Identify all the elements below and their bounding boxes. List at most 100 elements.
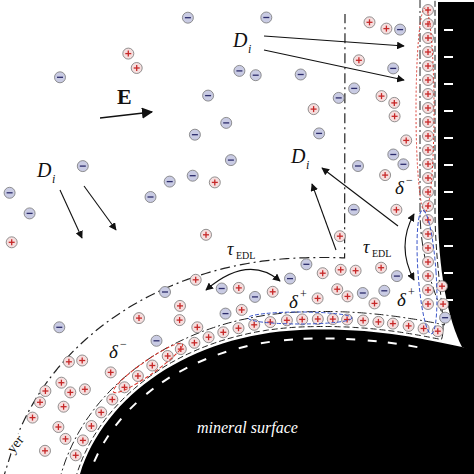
charge-bar (322, 270, 323, 276)
cation (317, 268, 328, 279)
ion-body (423, 159, 434, 170)
ion-body (70, 450, 81, 461)
charge-bar (427, 7, 428, 13)
ion-body (358, 315, 369, 326)
ion-body (203, 332, 214, 343)
anion (203, 90, 214, 101)
anion (353, 161, 364, 172)
ion-body (437, 281, 448, 292)
ion-body (423, 89, 434, 100)
cation (65, 387, 76, 398)
ion-body (335, 264, 346, 275)
diffusion-symbol: D (36, 160, 52, 180)
cation (332, 284, 343, 295)
charge-bar (82, 358, 83, 364)
cation (418, 323, 429, 334)
ion-body (131, 63, 142, 74)
anion (398, 159, 409, 170)
surface-charge (104, 435, 109, 443)
layer-label: yer (4, 432, 27, 456)
ion-body (27, 412, 38, 423)
charge-bar (427, 133, 428, 139)
diffusion-arrow (60, 190, 82, 238)
ion-body (225, 155, 236, 166)
surface-charge (444, 137, 453, 139)
ion-body (175, 344, 186, 355)
anion (250, 70, 261, 81)
anion (388, 149, 399, 160)
ion-body (201, 229, 212, 240)
ion-body (423, 47, 434, 58)
tau-symbol: τ (226, 240, 234, 258)
ion-body (395, 24, 406, 35)
cation (40, 445, 51, 456)
cation (423, 187, 434, 198)
cation (358, 315, 369, 326)
ion-body (369, 298, 380, 309)
ion-body (333, 92, 344, 103)
charge-bar (427, 147, 428, 153)
charge-bar (390, 154, 396, 155)
ion-body (187, 170, 198, 181)
ion-body (387, 318, 398, 329)
ion-body (423, 257, 434, 268)
cation (423, 215, 434, 226)
anion (164, 176, 175, 187)
anion (391, 271, 402, 282)
ion-body (132, 371, 143, 382)
charge-bar (138, 315, 139, 321)
charge-bar (263, 17, 269, 18)
anion (216, 283, 227, 294)
ion-body (58, 401, 69, 412)
charge-bar (7, 192, 13, 193)
cation (423, 257, 434, 268)
delta-symbol: δ (394, 178, 405, 197)
charge-bar (369, 19, 370, 25)
charge-bar (427, 91, 428, 97)
cation (312, 314, 323, 325)
ion-body (353, 161, 364, 172)
ion-body (24, 208, 35, 219)
ion-body (105, 367, 116, 378)
charge-bar (427, 231, 428, 237)
surface-charge (444, 110, 453, 112)
surface-line (32, 0, 443, 474)
anion (55, 72, 66, 83)
ion-body (357, 288, 368, 299)
charge-bar (313, 106, 314, 112)
anion (24, 208, 35, 219)
charge-bar (427, 301, 428, 307)
ion-body (60, 433, 71, 444)
cation (353, 55, 364, 66)
anion (348, 204, 359, 215)
enriched-zone (414, 210, 441, 335)
ion-body (236, 304, 247, 315)
charge-bar (254, 322, 255, 328)
ion-body (234, 65, 245, 76)
ion-body (317, 268, 328, 279)
cation (387, 318, 398, 329)
charge-bar (303, 264, 309, 265)
charge-bar (346, 317, 347, 323)
anion (395, 24, 406, 35)
surface-charge (94, 453, 98, 461)
ion-body (423, 75, 434, 86)
charge-bar (154, 340, 160, 341)
ion-body (77, 355, 88, 366)
cation (63, 356, 74, 367)
surface-charge (146, 389, 153, 395)
ion-body (182, 12, 193, 23)
charge-bar (167, 353, 168, 359)
charge-bar (136, 65, 137, 71)
charge-bar (110, 369, 111, 375)
charge-bar (427, 161, 428, 167)
charge-bar (427, 21, 428, 27)
ion-body (250, 70, 261, 81)
ion-body (373, 316, 384, 327)
cation (218, 327, 229, 338)
ion-body (65, 387, 76, 398)
mineral-grain (80, 329, 474, 474)
ion-body (174, 315, 185, 326)
charge-bar (392, 321, 393, 327)
